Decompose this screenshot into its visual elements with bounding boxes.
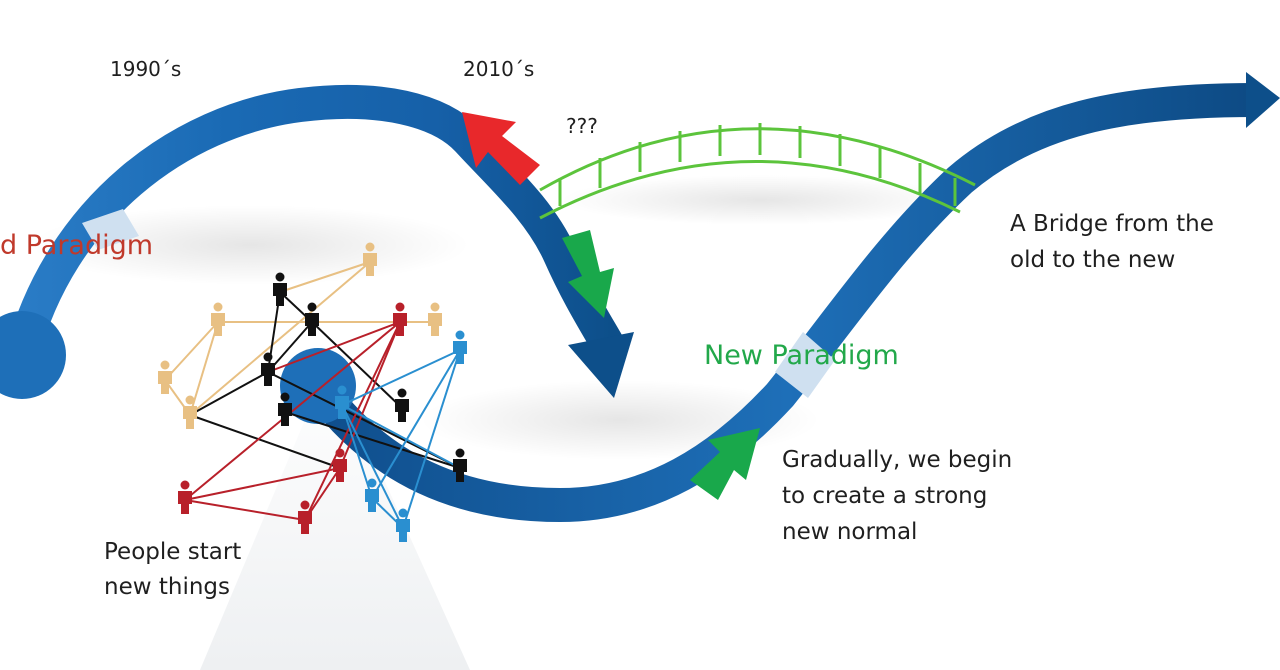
- label-bridge: A Bridge from the old to the new: [1010, 211, 1214, 273]
- person-icon: [365, 478, 379, 512]
- label-question: ???: [566, 114, 598, 138]
- person-icon: [278, 392, 292, 426]
- person-icon: [261, 352, 275, 386]
- old-paradigm-band: [82, 209, 139, 250]
- person-icon: [396, 508, 410, 542]
- light-beam: [200, 360, 470, 670]
- person-icon: [178, 480, 192, 514]
- label-gradually: Gradually, we begin to create a strong n…: [782, 447, 1013, 545]
- person-icon: [363, 242, 377, 276]
- person-icon: [273, 272, 287, 306]
- green-down-arrow: [562, 230, 614, 318]
- person-icon: [453, 330, 467, 364]
- person-icon: [395, 388, 409, 422]
- label-people: People start new things: [104, 539, 242, 600]
- label-old-paradigm: d Paradigm: [0, 230, 154, 261]
- curve-start-dot: [0, 311, 66, 399]
- person-icon: [298, 500, 312, 534]
- new-paradigm-curve: [306, 83, 1256, 523]
- people-network: [158, 242, 467, 542]
- label-new-paradigm: New Paradigm: [704, 340, 899, 371]
- new-paradigm-band: [775, 332, 835, 398]
- person-icon: [428, 302, 442, 336]
- person-icon: [183, 395, 197, 429]
- person-icon: [305, 302, 319, 336]
- green-up-arrow: [690, 428, 760, 500]
- old-paradigm-curve: [5, 84, 627, 361]
- person-icon: [158, 360, 172, 394]
- down-arrow-head: [568, 332, 634, 398]
- person-icon: [393, 302, 407, 336]
- person-icon: [453, 448, 467, 482]
- person-icon: [333, 448, 347, 482]
- label-2010s: 2010´s: [463, 57, 535, 81]
- red-arrow: [462, 112, 540, 185]
- right-arrow-head: [1246, 72, 1280, 128]
- bridge-shadow: [560, 175, 960, 225]
- person-icon: [335, 385, 349, 419]
- label-1990s: 1990´s: [110, 57, 182, 81]
- bridge: [539, 123, 976, 220]
- person-icon: [211, 302, 225, 336]
